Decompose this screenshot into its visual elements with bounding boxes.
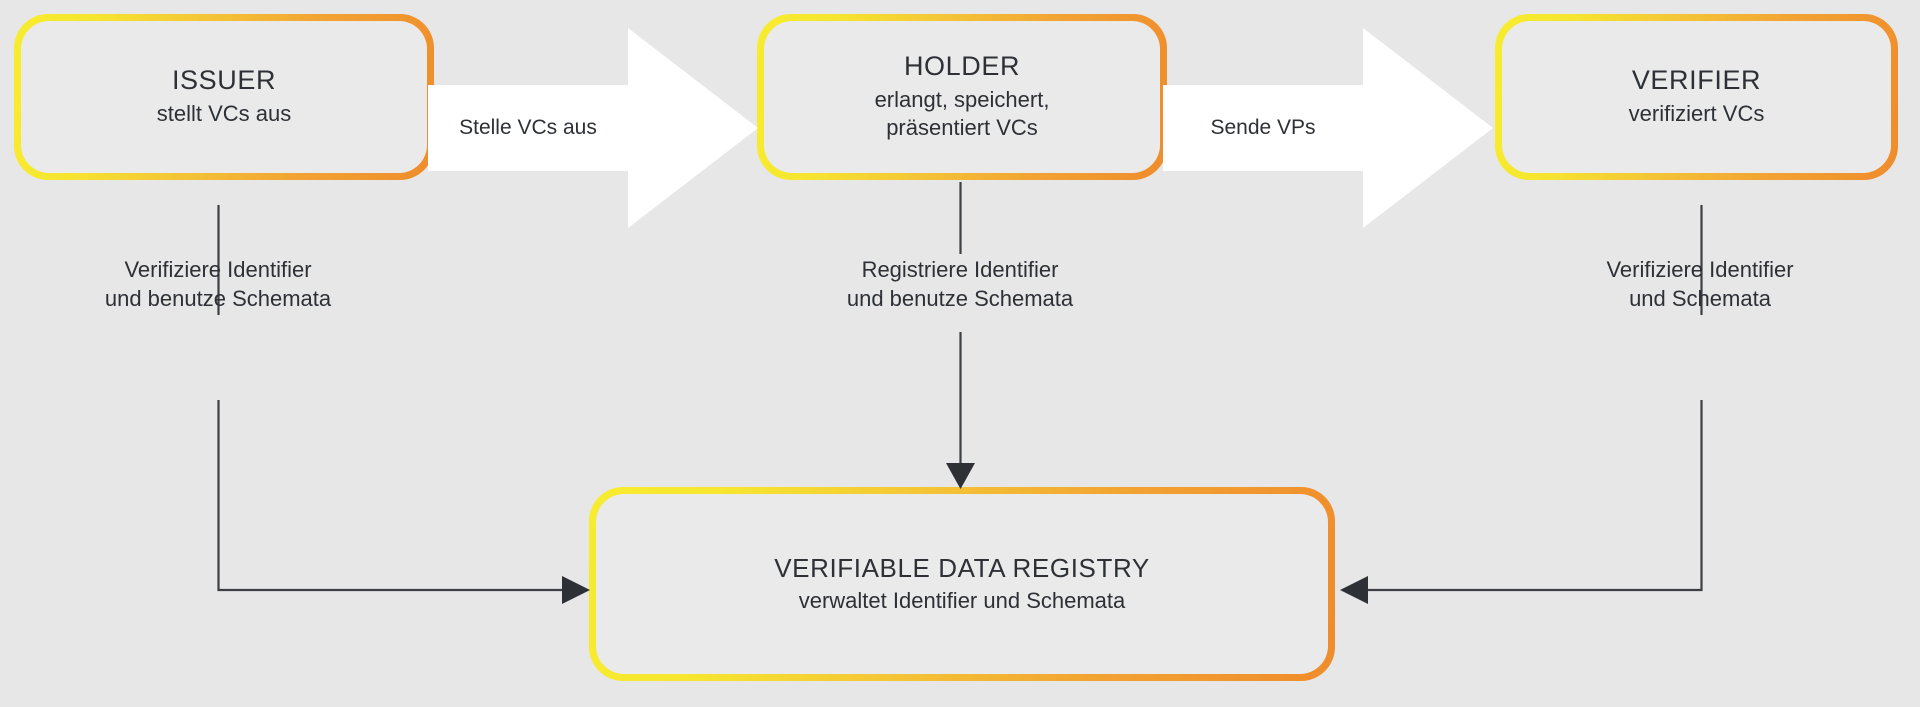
node-registry-inner: VERIFIABLE DATA REGISTRY verwaltet Ident…: [596, 494, 1328, 674]
node-holder-title: HOLDER: [903, 50, 1021, 81]
node-issuer-inner: ISSUER stellt VCs aus: [21, 21, 427, 173]
connector-issuer-to-registry: [217, 205, 590, 604]
node-issuer-subtitle: stellt VCs aus: [156, 101, 292, 127]
node-registry-subtitle: verwaltet Identifier und Schemata: [798, 587, 1126, 613]
connector-holder-to-registry: [946, 182, 975, 489]
node-holder-subtitle: erlangt, speichert, präsentiert VCs: [874, 86, 1050, 141]
flow-arrow-issuer-to-holder-label: Stelle VCs aus: [459, 116, 597, 139]
node-issuer-title: ISSUER: [171, 65, 277, 96]
node-holder[interactable]: HOLDER erlangt, speichert, präsentiert V…: [757, 14, 1167, 180]
flow-arrow-issuer-to-holder-icon: [428, 28, 758, 228]
node-verifier[interactable]: VERIFIER verifiziert VCs: [1495, 14, 1898, 180]
caption-holder-to-registry: Registriere Identifier und benutze Schem…: [846, 257, 1074, 312]
node-holder-inner: HOLDER erlangt, speichert, präsentiert V…: [764, 21, 1160, 173]
node-verifier-title: VERIFIER: [1631, 65, 1762, 96]
node-verifier-inner: VERIFIER verifiziert VCs: [1502, 21, 1891, 173]
node-verifiable-data-registry[interactable]: VERIFIABLE DATA REGISTRY verwaltet Ident…: [589, 487, 1335, 681]
caption-verifier-to-registry: Verifiziere Identifier und Schemata: [1606, 257, 1794, 312]
node-issuer[interactable]: ISSUER stellt VCs aus: [14, 14, 434, 180]
caption-issuer-to-registry: Verifiziere Identifier und benutze Schem…: [104, 257, 332, 312]
flow-arrow-holder-to-verifier-icon: [1163, 28, 1493, 228]
connector-verifier-to-registry: [1340, 205, 1703, 604]
flow-arrow-holder-to-verifier-label: Sende VPs: [1210, 116, 1316, 139]
node-registry-title: VERIFIABLE DATA REGISTRY: [774, 552, 1150, 583]
node-verifier-subtitle: verifiziert VCs: [1628, 101, 1765, 127]
